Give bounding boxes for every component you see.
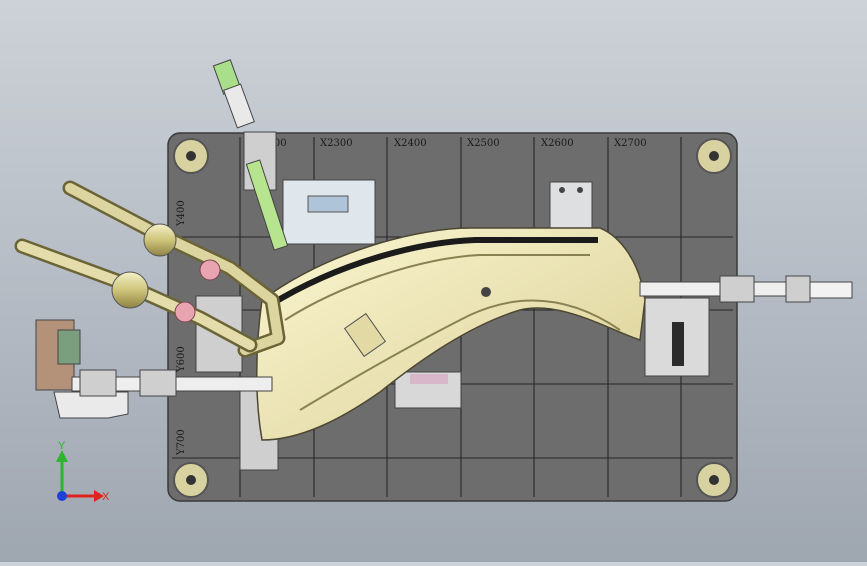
support-blocks: [35, 179, 710, 471]
clamp-arms: [71, 59, 853, 397]
grid-label-x2600: X2600: [541, 138, 574, 149]
grid-label-y600: Y600: [176, 346, 187, 373]
grid-label-x2500: X2500: [467, 138, 500, 149]
sheet-metal-part: [256, 227, 646, 441]
grid-label-y400: Y400: [176, 200, 187, 227]
grid-label-x2300: X2300: [320, 138, 353, 149]
y-axis-label: Y: [58, 440, 66, 452]
z-axis-dot: [57, 491, 67, 501]
grid-label-x2400: X2400: [394, 138, 427, 149]
y-axis-arrow-head: [56, 450, 68, 462]
x-axis-label: X: [102, 491, 110, 503]
grid-label-x2700: X2700: [614, 138, 647, 149]
x-axis-arrow-head: [94, 490, 104, 502]
grid-label-y700: Y700: [176, 429, 187, 456]
cooling-tubes: [14, 180, 286, 358]
corner-bushings: [173, 138, 732, 498]
axis-triad: Y X: [56, 440, 110, 503]
